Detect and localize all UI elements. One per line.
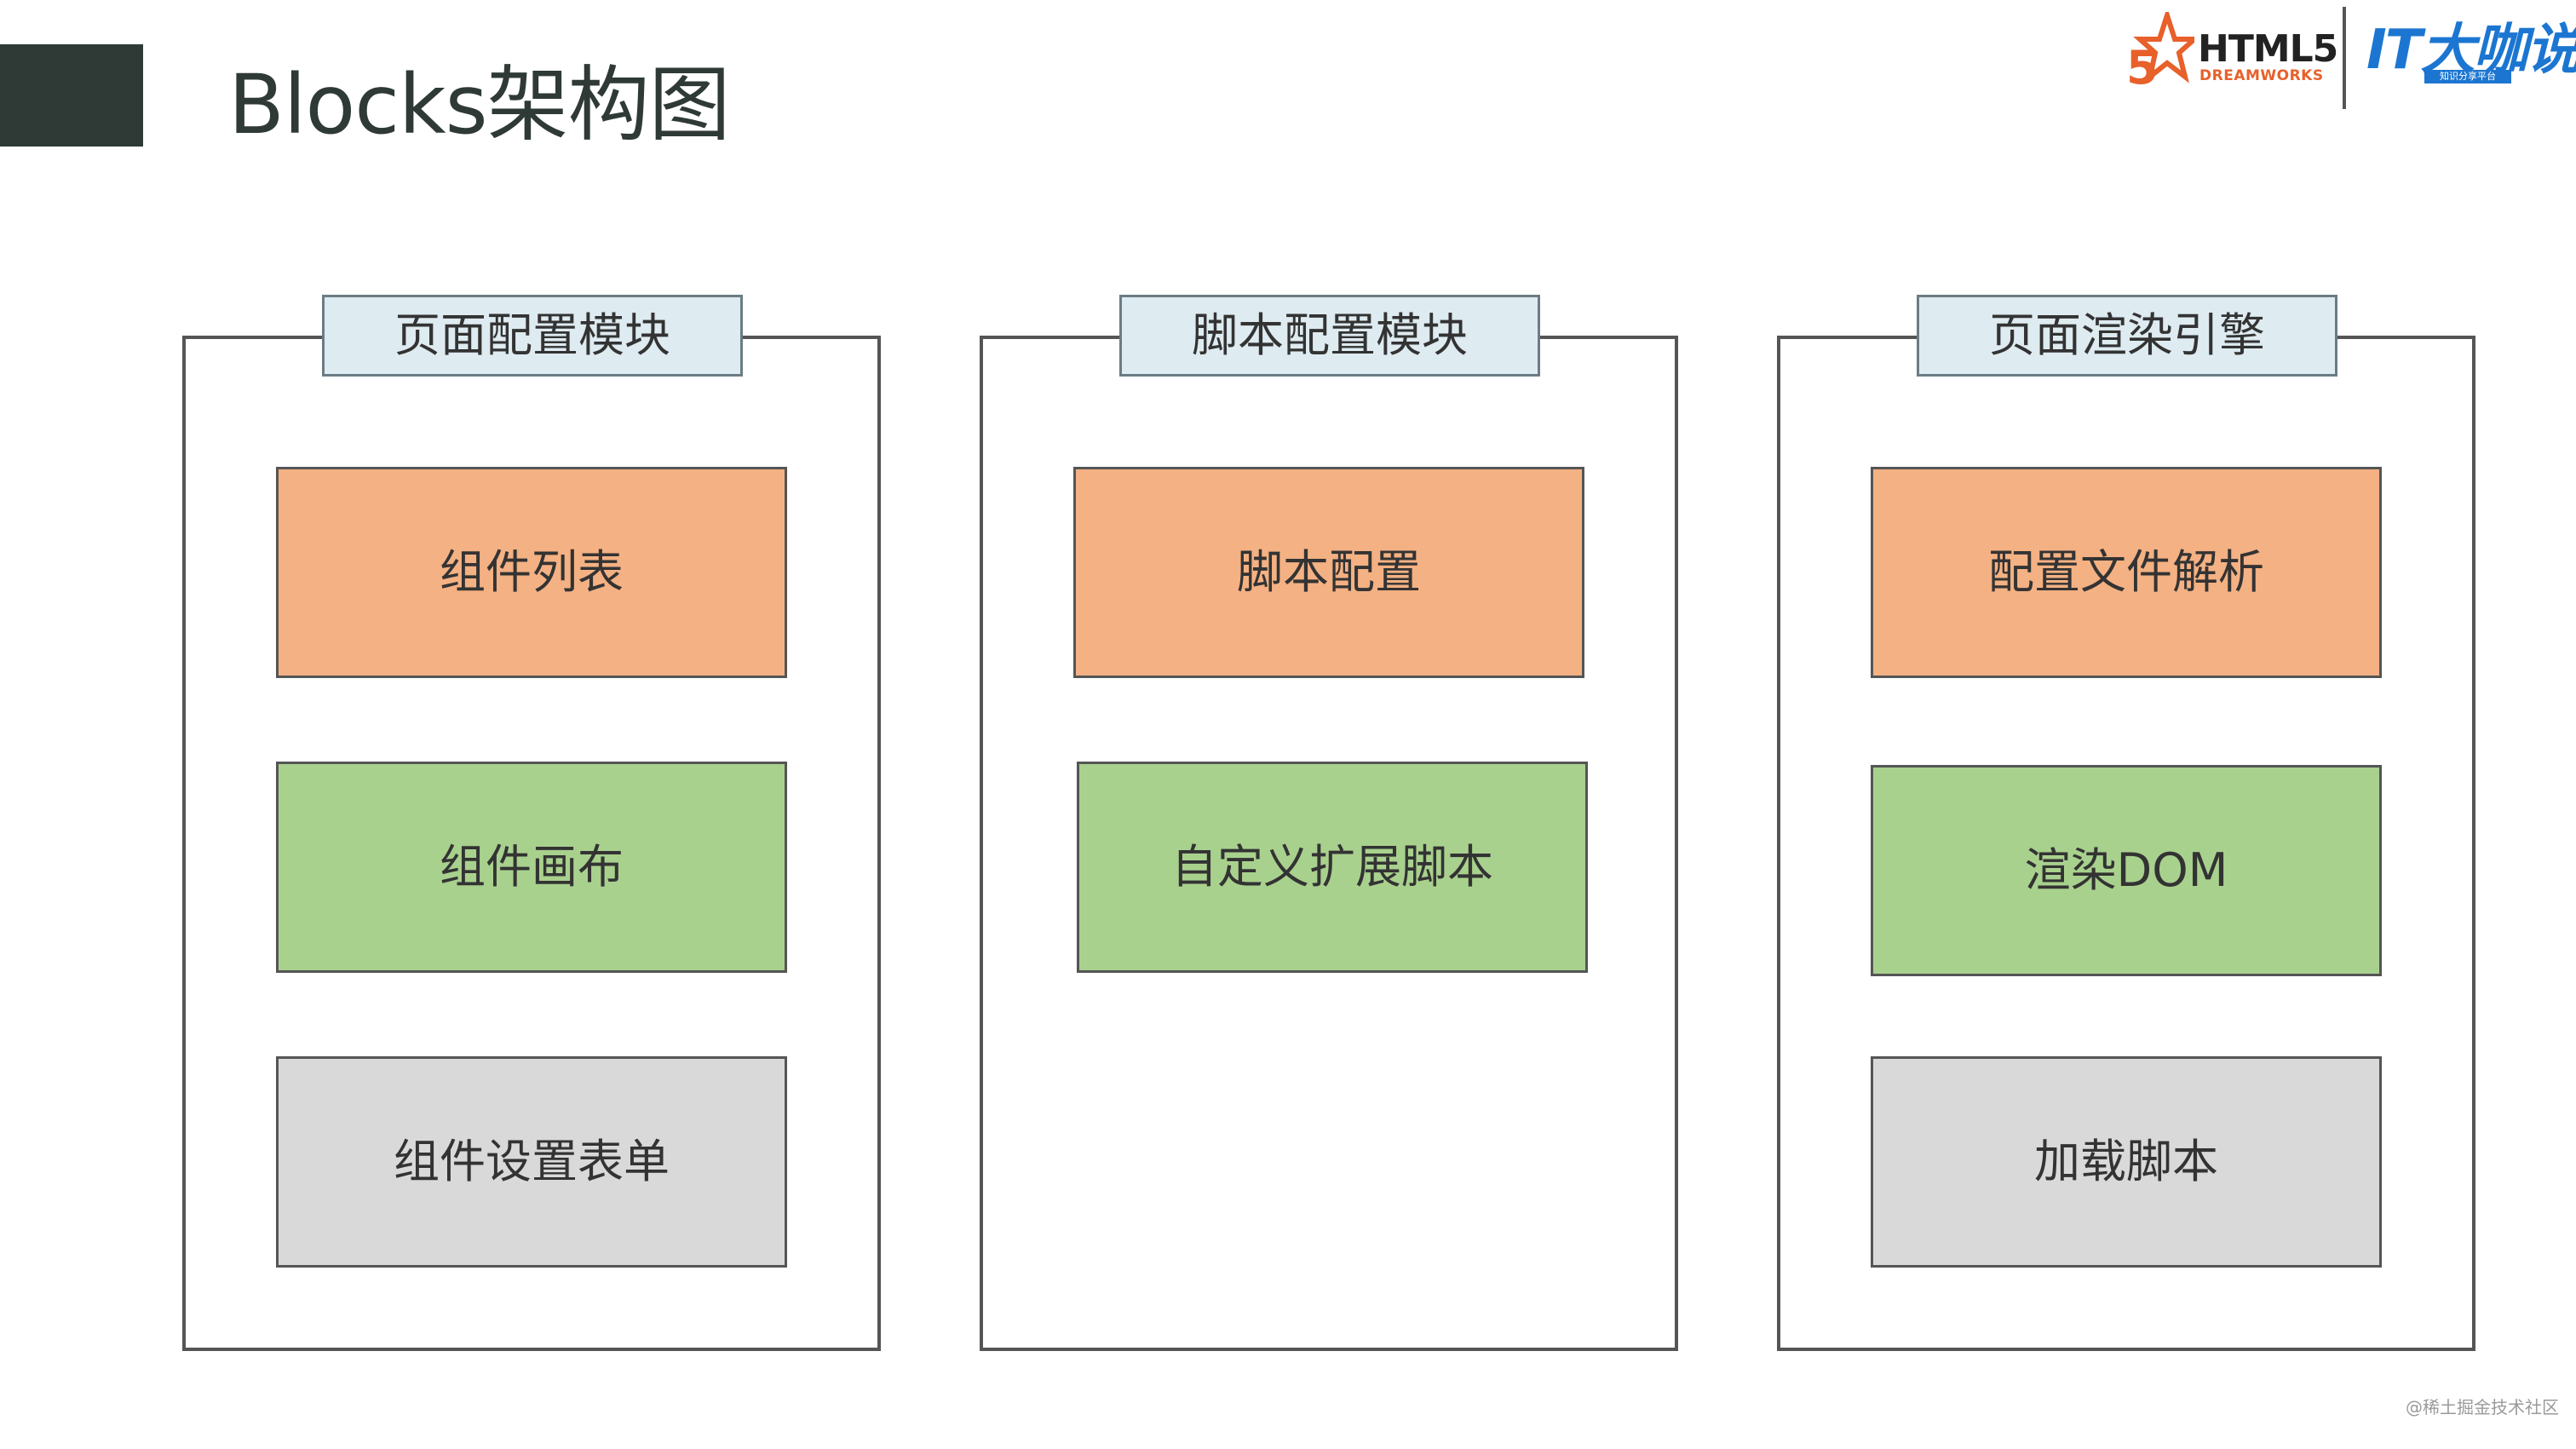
column-header-script-config: 脚本配置模块 xyxy=(1119,295,1540,377)
star-logo-icon: 5 xyxy=(2126,12,2194,89)
module-custom-extension-script: 自定义扩展脚本 xyxy=(1077,762,1588,973)
module-component-canvas: 组件画布 xyxy=(276,762,787,973)
column-header-render-engine: 页面渲染引擎 xyxy=(1917,295,2337,377)
page-title: Blocks架构图 xyxy=(228,57,731,152)
logo-divider xyxy=(2343,7,2346,109)
column-header-page-config: 页面配置模块 xyxy=(322,295,743,377)
it-logo-text: IT大咖说 xyxy=(2366,19,2576,82)
module-render-dom: 渲染DOM xyxy=(1871,765,2382,976)
module-component-settings-form: 组件设置表单 xyxy=(276,1056,787,1268)
module-load-script: 加载脚本 xyxy=(1871,1056,2382,1268)
corner-accent-block xyxy=(0,44,143,147)
star-logo-digit: 5 xyxy=(2126,41,2159,89)
module-script-config: 脚本配置 xyxy=(1073,467,1584,678)
module-config-file-parse: 配置文件解析 xyxy=(1871,467,2382,678)
it-logo-subtext: 知识分享平台 xyxy=(2424,70,2511,83)
logo-group: 5 HTML5 DREAMWORKS IT大咖说 知识分享平台 xyxy=(2126,7,2576,118)
html5-logo-text: HTML5 xyxy=(2198,27,2338,71)
module-component-list: 组件列表 xyxy=(276,467,787,678)
html5-logo-subtext: DREAMWORKS xyxy=(2199,67,2324,84)
watermark: @稀土掘金技术社区 xyxy=(2406,1397,2559,1417)
